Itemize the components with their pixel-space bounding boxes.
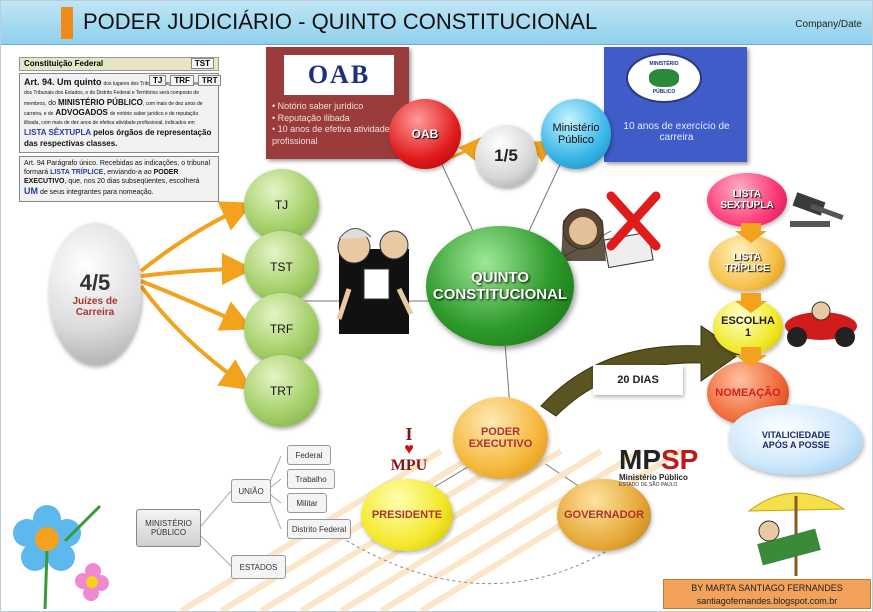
oab-node: OAB xyxy=(389,99,461,169)
oab-req-3: 10 anos de efetiva atividade profissiona… xyxy=(272,124,390,147)
oab-req-item: • Notório saber jurídico xyxy=(272,101,364,111)
credits-box: BY MARTA SANTIAGO FERNANDES santiagofern… xyxy=(663,579,871,609)
mp-logo-top: MINISTÉRIO xyxy=(649,61,679,67)
um-text: UM xyxy=(24,186,38,197)
art94-mp-pre: do xyxy=(48,99,56,107)
one-fifth-node: 1/5 xyxy=(475,125,537,187)
tribunal-trf: TRF xyxy=(244,293,319,365)
tag-tj: TJ xyxy=(149,75,167,86)
mpu-text: MPU xyxy=(390,457,428,474)
mp-logo-bottom: PÚBLICO xyxy=(652,89,676,95)
heart-icon: ♥ xyxy=(404,441,414,458)
judges-illustration xyxy=(336,228,414,334)
poder-executivo-text: PODER EXECUTIVO xyxy=(24,168,179,185)
lista-triplice-text: LISTA TRÍPLICE xyxy=(50,168,104,176)
mpsp-line1: Ministério Público xyxy=(619,473,688,482)
quinto-constitucional-node: QUINTO CONSTITUCIONAL xyxy=(426,226,574,346)
art94-lead: Art. 94. Um quinto xyxy=(24,77,102,87)
header-bar xyxy=(1,1,872,45)
oab-req-item: • Reputação ilibada xyxy=(272,112,350,123)
oab-requirements: • Notório saber jurídico • Reputação ili… xyxy=(272,101,406,148)
poder-executivo-node: PODER EXECUTIVO xyxy=(453,397,548,479)
tag-trf: TRF xyxy=(170,75,194,86)
mp-tree-uniao: UNIÃO xyxy=(231,479,271,503)
oab-panel: OAB • Notório saber jurídico • Reputação… xyxy=(266,47,409,159)
mp-tree-militar: Militar xyxy=(287,493,327,513)
mp-requirement: 10 anos de exercício de carreira xyxy=(623,121,730,143)
company-date: Company/Date xyxy=(795,19,862,30)
par-unico-end: de seus integrantes para nomeação. xyxy=(39,189,154,197)
woman-illustration xyxy=(561,191,661,269)
oab-logo-text: OAB xyxy=(307,60,371,89)
brazil-emblem-icon xyxy=(649,69,679,87)
lista-sextupla-text: LISTA SÊXTUPLA xyxy=(24,127,92,137)
mp-tree-trabalho: Trabalho xyxy=(287,469,335,489)
credits-author: BY MARTA SANTIAGO FERNANDES xyxy=(691,583,843,593)
mpsp-logo: MPSP Ministério Público ESTADO DE SÃO PA… xyxy=(619,444,699,497)
oab-logo: OAB xyxy=(284,55,394,95)
i-love-mpu: I ♥ MPU xyxy=(379,425,439,480)
legal-heading: Constituição Federal TST xyxy=(19,57,219,71)
juizes-label: Juízes de Carreira xyxy=(72,296,118,318)
flowers-illustration xyxy=(13,504,109,610)
vitaliciedade-cloud: VITALICIEDADE APÓS A POSSE xyxy=(729,405,863,475)
step-escolha-1: ESCOLHA 1 xyxy=(713,299,783,355)
art94-end: pelos órgãos de representação das respec… xyxy=(24,127,212,148)
mp-tree-federal: Federal xyxy=(287,445,331,465)
art94-mp-post: , com mais de dez anos de carreira, e de xyxy=(24,100,203,118)
four-fifths-label: 4/5 xyxy=(79,270,111,295)
vinte-dias-label: 20 DIAS xyxy=(593,365,683,395)
mp-tree-distrito-federal: Distrito Federal xyxy=(287,519,351,539)
step-arrows xyxy=(735,223,767,367)
art94-adv: ADVOGADOS xyxy=(55,108,108,118)
mp-logo: MINISTÉRIO PÚBLICO xyxy=(626,53,702,103)
par-unico-mid2: , que, nos 20 dias subseqüentes, escolhe… xyxy=(64,177,200,185)
tag-trt: TRT xyxy=(197,75,222,86)
step-lista-sextupla: LISTA SEXTUPLA xyxy=(707,173,787,227)
gavel-icon xyxy=(790,192,844,227)
mp-tree-root: MINISTÉRIO PÚBLICO xyxy=(136,509,201,547)
ministerio-publico-node: Ministério Público xyxy=(541,99,611,169)
four-fifths-node: 4/5 Juízes de Carreira xyxy=(49,223,141,365)
oab-req-2: Reputação ilibada xyxy=(277,112,350,123)
tag-tst: TST xyxy=(190,58,214,69)
art94-mp: MINISTÉRIO PÚBLICO xyxy=(57,97,143,107)
legal-heading-label: Constituição Federal xyxy=(24,59,104,68)
mpsp-big: MPSP xyxy=(619,444,699,475)
paragrafo-unico-box: Art. 94 Parágrafo único. Recebidas as in… xyxy=(19,156,219,202)
tribunal-tj: TJ xyxy=(244,169,319,241)
oab-req-1: Notório saber jurídico xyxy=(277,101,364,111)
race-car-icon xyxy=(785,301,857,347)
credits-blog: santiagofernandes.blogspot.com.br xyxy=(696,596,838,606)
page-title: PODER JUDICIÁRIO - QUINTO CONSTITUCIONAL xyxy=(83,9,598,34)
par-unico-mid: , enviando-a ao xyxy=(103,168,152,176)
mpu-i: I xyxy=(405,424,413,444)
oab-req-item: • 10 anos de efetiva atividade profissio… xyxy=(272,124,390,147)
tribunal-tst: TST xyxy=(244,231,319,303)
mp-panel: MINISTÉRIO PÚBLICO 10 anos de exercício … xyxy=(604,47,747,162)
mp-tree-estados: ESTADOS xyxy=(231,555,286,579)
tribunal-trt: TRT xyxy=(244,355,319,427)
art94-adv-post: de notório saber jurídico e de reputação… xyxy=(24,111,199,126)
step-lista-triplice: LISTA TRÍPLICE xyxy=(709,235,785,291)
mpsp-line2: ESTADO DE SÃO PAULO xyxy=(619,482,678,488)
par-unico-pre: Art. 94 Parágrafo único. Recebidas as in… xyxy=(24,160,210,176)
tribunal-tags: TJ TRF TRT xyxy=(149,75,222,86)
header-accent xyxy=(61,7,73,39)
presidente-node: PRESIDENTE xyxy=(361,479,453,551)
governador-node: GOVERNADOR xyxy=(557,479,651,551)
beach-chair-illustration xyxy=(747,492,846,576)
